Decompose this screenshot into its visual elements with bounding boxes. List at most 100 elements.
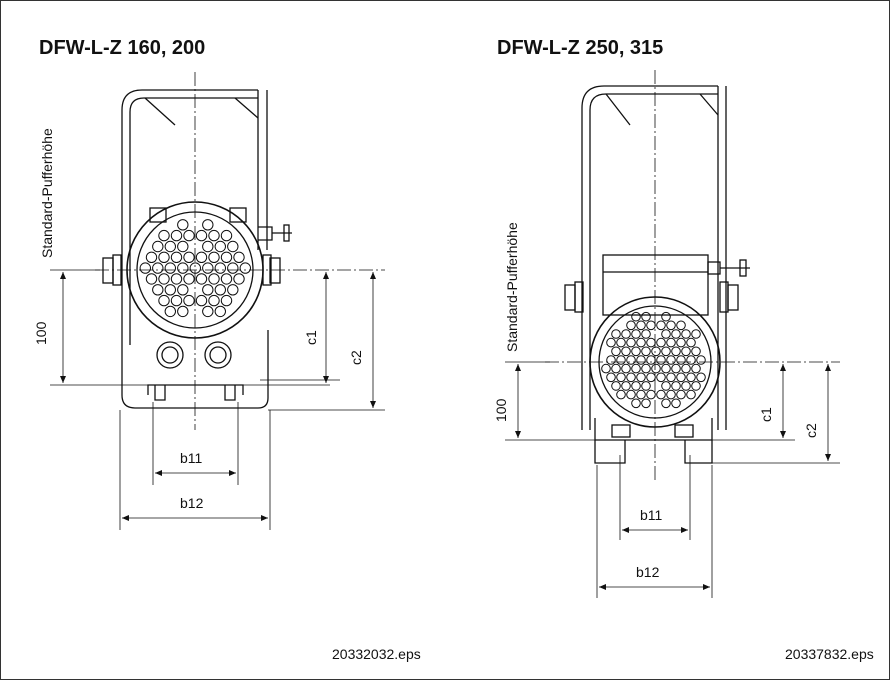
tube	[641, 329, 651, 339]
tube	[145, 273, 158, 285]
tube	[646, 355, 656, 365]
right-view-title: DFW-L-Z 250, 315	[497, 37, 664, 59]
tube	[208, 229, 220, 242]
tube	[651, 363, 661, 374]
tube	[641, 398, 651, 409]
tube	[661, 329, 671, 339]
tube	[202, 284, 214, 296]
tube	[611, 381, 621, 391]
tube	[691, 329, 701, 339]
right-frame	[581, 85, 727, 430]
tube	[601, 363, 611, 374]
tube	[208, 273, 220, 285]
tube	[158, 229, 170, 242]
left-base	[121, 330, 269, 409]
tube	[681, 329, 691, 339]
tube	[177, 305, 189, 318]
tube	[656, 320, 666, 331]
tube	[636, 372, 646, 383]
tube	[606, 355, 616, 365]
tube	[631, 363, 641, 374]
tube	[671, 346, 681, 357]
tube	[621, 346, 631, 357]
left-lower-bolt-2	[204, 341, 232, 369]
tube	[170, 294, 183, 307]
tube	[671, 381, 681, 391]
tube	[233, 273, 245, 285]
right-dim-b12: b12	[636, 564, 660, 580]
tube	[636, 389, 646, 400]
tube	[626, 320, 636, 331]
tube	[646, 320, 656, 331]
tube	[671, 329, 681, 339]
tube	[691, 363, 701, 374]
tube	[170, 273, 183, 285]
tube	[183, 251, 195, 263]
tube	[214, 240, 227, 253]
tube	[227, 240, 239, 253]
tube	[177, 262, 189, 274]
tube	[646, 372, 656, 383]
tube	[686, 355, 696, 365]
tube	[145, 251, 158, 263]
tube	[158, 294, 170, 307]
tube	[676, 355, 686, 365]
tube	[661, 363, 671, 374]
left-buffer-body	[126, 201, 264, 339]
tube	[676, 389, 686, 400]
left-dim-100: 100	[33, 321, 49, 345]
tube	[666, 320, 676, 331]
tube	[696, 355, 706, 365]
left-foot	[147, 384, 244, 395]
left-buffer-face	[136, 211, 254, 329]
tube	[239, 262, 252, 274]
tube	[676, 320, 686, 331]
tube	[170, 229, 183, 242]
tube	[164, 262, 177, 274]
tube	[139, 262, 152, 274]
right-file-name: 20337832.eps	[785, 646, 874, 662]
tube	[208, 251, 220, 263]
tube	[626, 355, 636, 365]
left-frame	[121, 89, 268, 345]
tube	[177, 240, 189, 253]
tube	[152, 262, 164, 274]
left-lower-bolt-1	[156, 341, 184, 369]
tube	[646, 389, 656, 400]
tube	[183, 229, 195, 242]
tube	[152, 284, 164, 296]
tube	[214, 305, 227, 318]
tube	[621, 363, 631, 374]
tube	[676, 372, 686, 383]
tube	[202, 262, 214, 274]
right-tube-pattern	[601, 311, 706, 409]
tube	[691, 381, 701, 391]
left-view-title: DFW-L-Z 160, 200	[39, 37, 206, 59]
tube	[626, 372, 636, 383]
tube	[189, 262, 202, 274]
tube	[641, 346, 651, 357]
tube	[661, 311, 671, 322]
tube	[636, 337, 646, 348]
right-dimensions	[505, 361, 840, 598]
tube	[681, 363, 691, 374]
right-dim-100: 100	[493, 398, 509, 422]
tube	[164, 284, 177, 296]
tube	[152, 240, 164, 253]
tube	[636, 355, 646, 365]
right-mounting-block	[564, 254, 750, 316]
tube	[611, 346, 621, 357]
tube	[164, 305, 177, 318]
tube	[195, 294, 208, 307]
tube	[158, 251, 170, 263]
left-dim-b11: b11	[180, 450, 203, 466]
tube	[671, 363, 681, 374]
tube	[661, 398, 671, 409]
tube	[227, 262, 239, 274]
tube	[641, 381, 651, 391]
tube	[626, 337, 636, 348]
tube	[656, 372, 666, 383]
left-drawing	[95, 72, 385, 430]
